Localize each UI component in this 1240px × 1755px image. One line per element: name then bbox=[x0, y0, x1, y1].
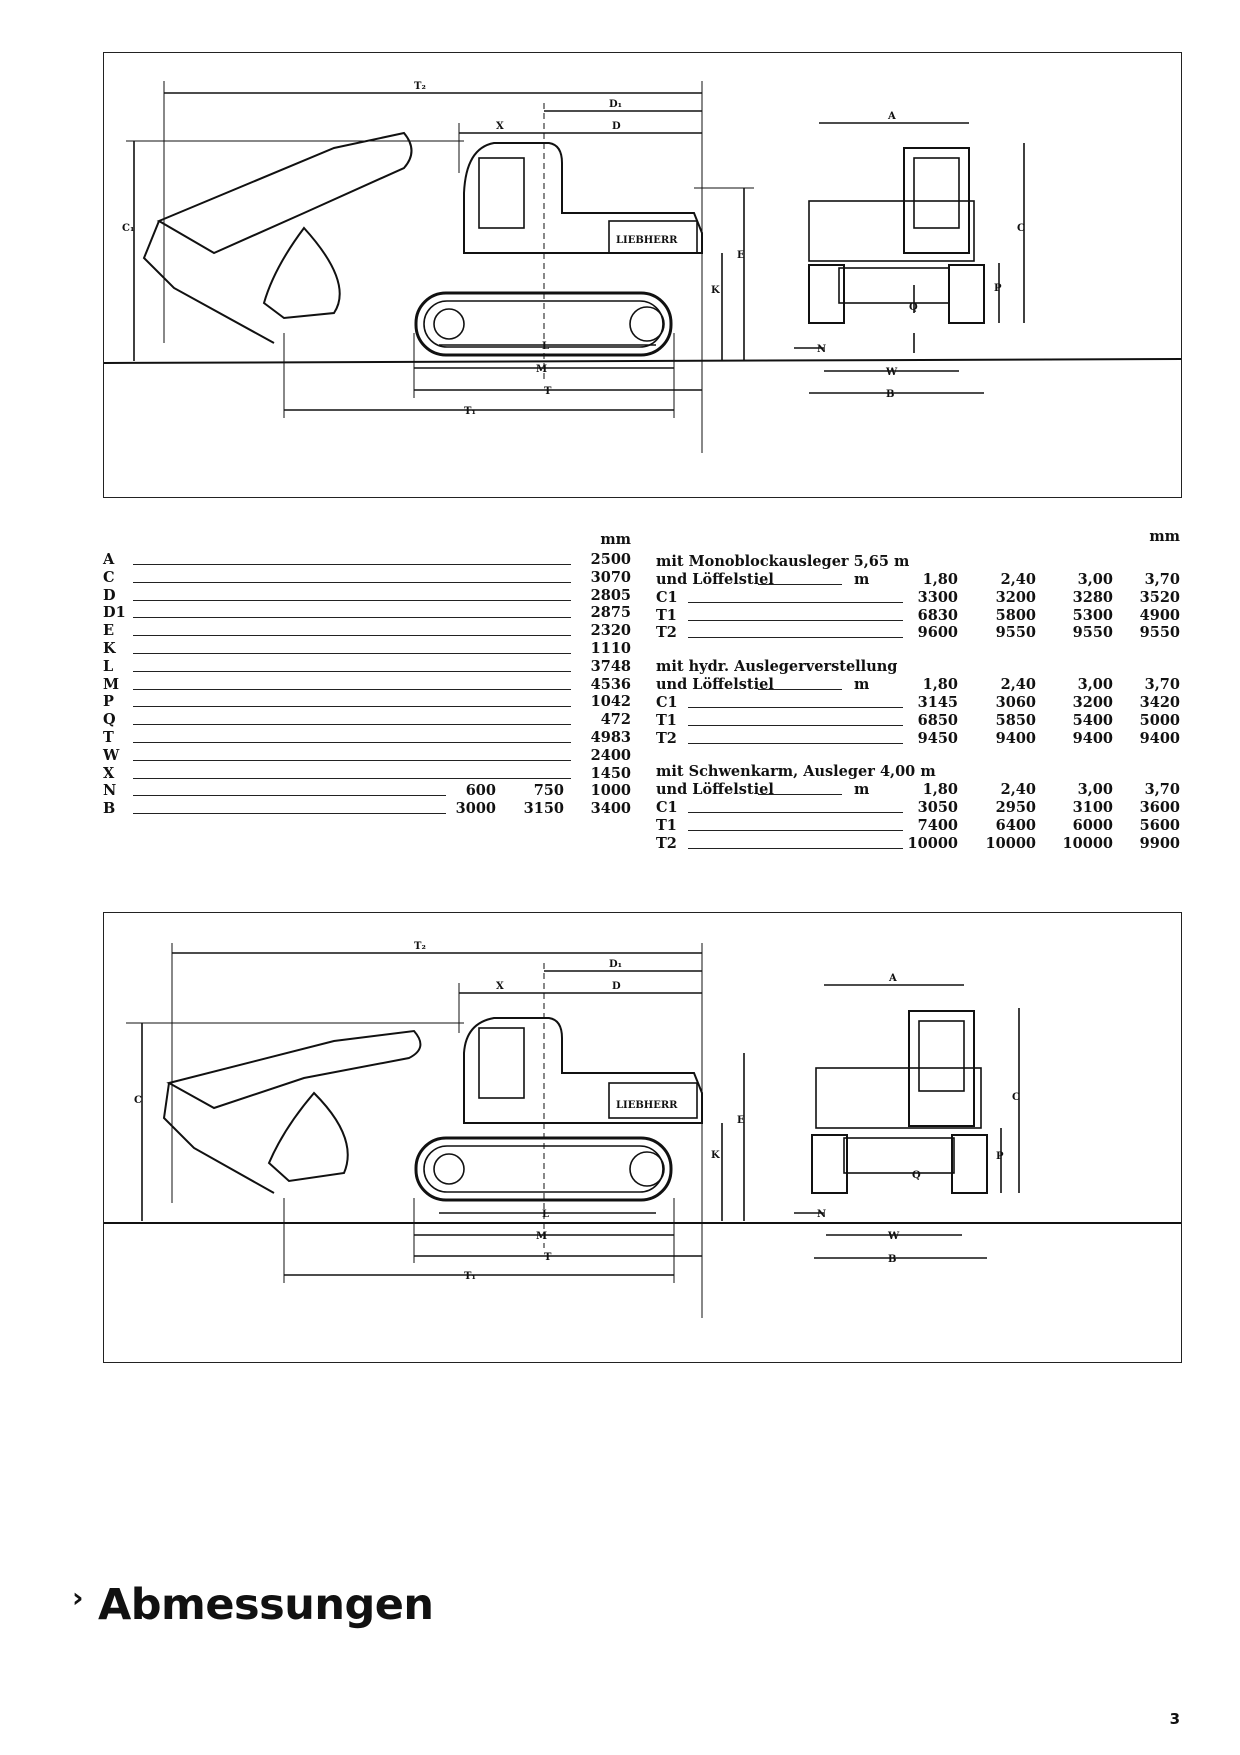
excavator-dimension-drawing bbox=[104, 943, 1181, 1318]
drawing-panel-schwenkarm: T₂ D₁ D X A C C E K P Q L M T T₁ N W B L… bbox=[103, 912, 1182, 1363]
label-b: B bbox=[888, 1254, 896, 1265]
label-l: L bbox=[542, 341, 549, 352]
label-w: W bbox=[887, 1231, 900, 1242]
label-l: L bbox=[542, 1209, 549, 1220]
label-x: X bbox=[496, 121, 504, 132]
variants-table: mm mit Monoblockausleger 5,65 m und Löff… bbox=[656, 528, 1180, 869]
brand-logo: LIEBHERR bbox=[616, 235, 678, 246]
label-m: M bbox=[536, 364, 547, 375]
label-b: B bbox=[886, 389, 894, 400]
label-p: P bbox=[994, 283, 1002, 294]
label-t1: T₁ bbox=[464, 1271, 476, 1282]
label-t: T bbox=[544, 1252, 552, 1263]
variant-section-monoblock: mit Monoblockausleger 5,65 m und Löffels… bbox=[656, 553, 1180, 642]
excavator-dimension-drawing bbox=[104, 81, 1181, 453]
label-c: C bbox=[1017, 223, 1025, 234]
label-p: P bbox=[996, 1151, 1004, 1162]
label-c: C bbox=[134, 1095, 142, 1106]
label-m: M bbox=[536, 1231, 547, 1242]
brand-logo: LIEBHERR bbox=[616, 1100, 678, 1111]
label-c1: C₁ bbox=[122, 223, 134, 234]
label-k: K bbox=[711, 285, 720, 296]
variant-heading: mit hydr. Auslegerverstellung bbox=[656, 658, 898, 676]
variant-heading: mit Monoblockausleger 5,65 m bbox=[656, 553, 910, 570]
label-e: E bbox=[737, 250, 745, 261]
label-c-side: C bbox=[1012, 1092, 1020, 1103]
label-d: D bbox=[612, 121, 621, 132]
label-a: A bbox=[887, 111, 896, 122]
dimensions-unit-row: mm bbox=[103, 531, 631, 548]
drawing-panel-monoblock: T₂ D₁ D X A C₁ C E K P Q L M T T₁ N W B … bbox=[103, 52, 1182, 498]
label-k: K bbox=[711, 1150, 720, 1161]
variants-unit: mm bbox=[1149, 528, 1180, 545]
label-a: A bbox=[888, 973, 897, 984]
drawing-labels: T₂ D₁ D X A C₁ C E K P Q L M T T₁ N W B … bbox=[122, 81, 1025, 417]
label-n: N bbox=[817, 1209, 826, 1220]
label-t2: T₂ bbox=[414, 941, 426, 952]
label-w: W bbox=[885, 367, 898, 378]
variant-section-schwenkarm: mit Schwenkarm, Ausleger 4,00 m und Löff… bbox=[656, 763, 1180, 852]
label-d1: D₁ bbox=[609, 99, 622, 110]
label-t: T bbox=[544, 386, 552, 397]
drawing-labels: T₂ D₁ D X A C C E K P Q L M T T₁ N W B L… bbox=[134, 941, 1020, 1282]
dimensions-unit: mm bbox=[600, 531, 631, 548]
label-t1: T₁ bbox=[464, 406, 476, 417]
label-d: D bbox=[612, 981, 621, 992]
variant-section-hydr: mit hydr. Auslegerverstellung und Löffel… bbox=[656, 658, 1180, 747]
label-d1: D₁ bbox=[609, 959, 622, 970]
page-title: Abmessungen bbox=[98, 1580, 434, 1630]
label-q: Q bbox=[912, 1170, 921, 1181]
section-marker: › bbox=[72, 1581, 84, 1614]
variant-heading: mit Schwenkarm, Ausleger 4,00 m bbox=[656, 763, 936, 781]
page-number: 3 bbox=[1169, 1710, 1180, 1728]
label-t2: T₂ bbox=[414, 81, 426, 92]
label-e: E bbox=[737, 1115, 745, 1126]
label-q: Q bbox=[909, 302, 918, 313]
label-x: X bbox=[496, 981, 504, 992]
label-n: N bbox=[817, 344, 826, 355]
